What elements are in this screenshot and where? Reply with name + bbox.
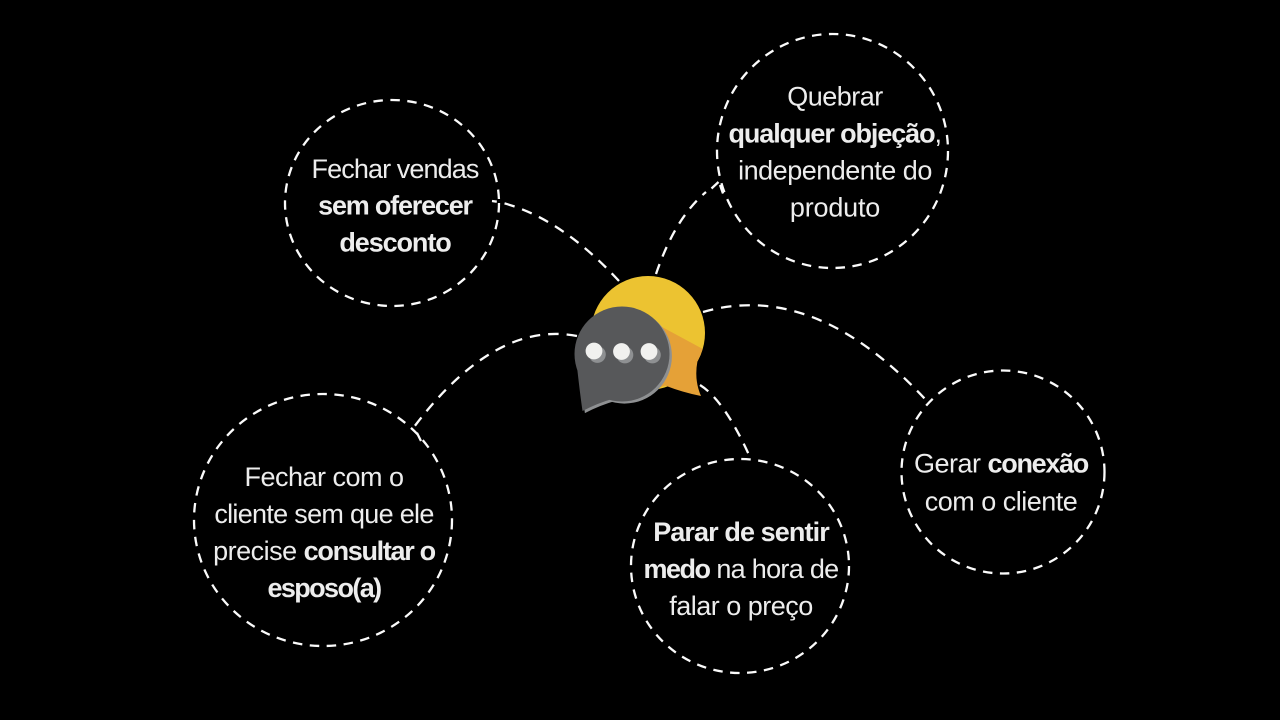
svg-text:precise consultar o: precise consultar o: [213, 536, 436, 566]
svg-text:Quebrar: Quebrar: [787, 82, 883, 112]
svg-text:desconto: desconto: [339, 228, 451, 258]
svg-text:qualquer objeção,: qualquer objeção,: [729, 119, 942, 149]
svg-text:esposo(a): esposo(a): [267, 573, 381, 603]
svg-text:medo na hora de: medo na hora de: [644, 554, 839, 584]
svg-text:sem oferecer: sem oferecer: [318, 191, 473, 221]
svg-text:com o cliente: com o cliente: [925, 487, 1078, 517]
svg-text:falar o preço: falar o preço: [669, 591, 813, 621]
svg-text:produto: produto: [790, 193, 880, 223]
svg-text:cliente sem que ele: cliente sem que ele: [214, 499, 433, 529]
svg-text:Fechar vendas: Fechar vendas: [312, 154, 479, 184]
svg-text:Gerar conexão: Gerar conexão: [914, 449, 1089, 479]
svg-text:independente do: independente do: [738, 156, 932, 186]
svg-text:Fechar com o: Fechar com o: [244, 462, 403, 492]
svg-text:Parar de sentir: Parar de sentir: [653, 517, 830, 547]
